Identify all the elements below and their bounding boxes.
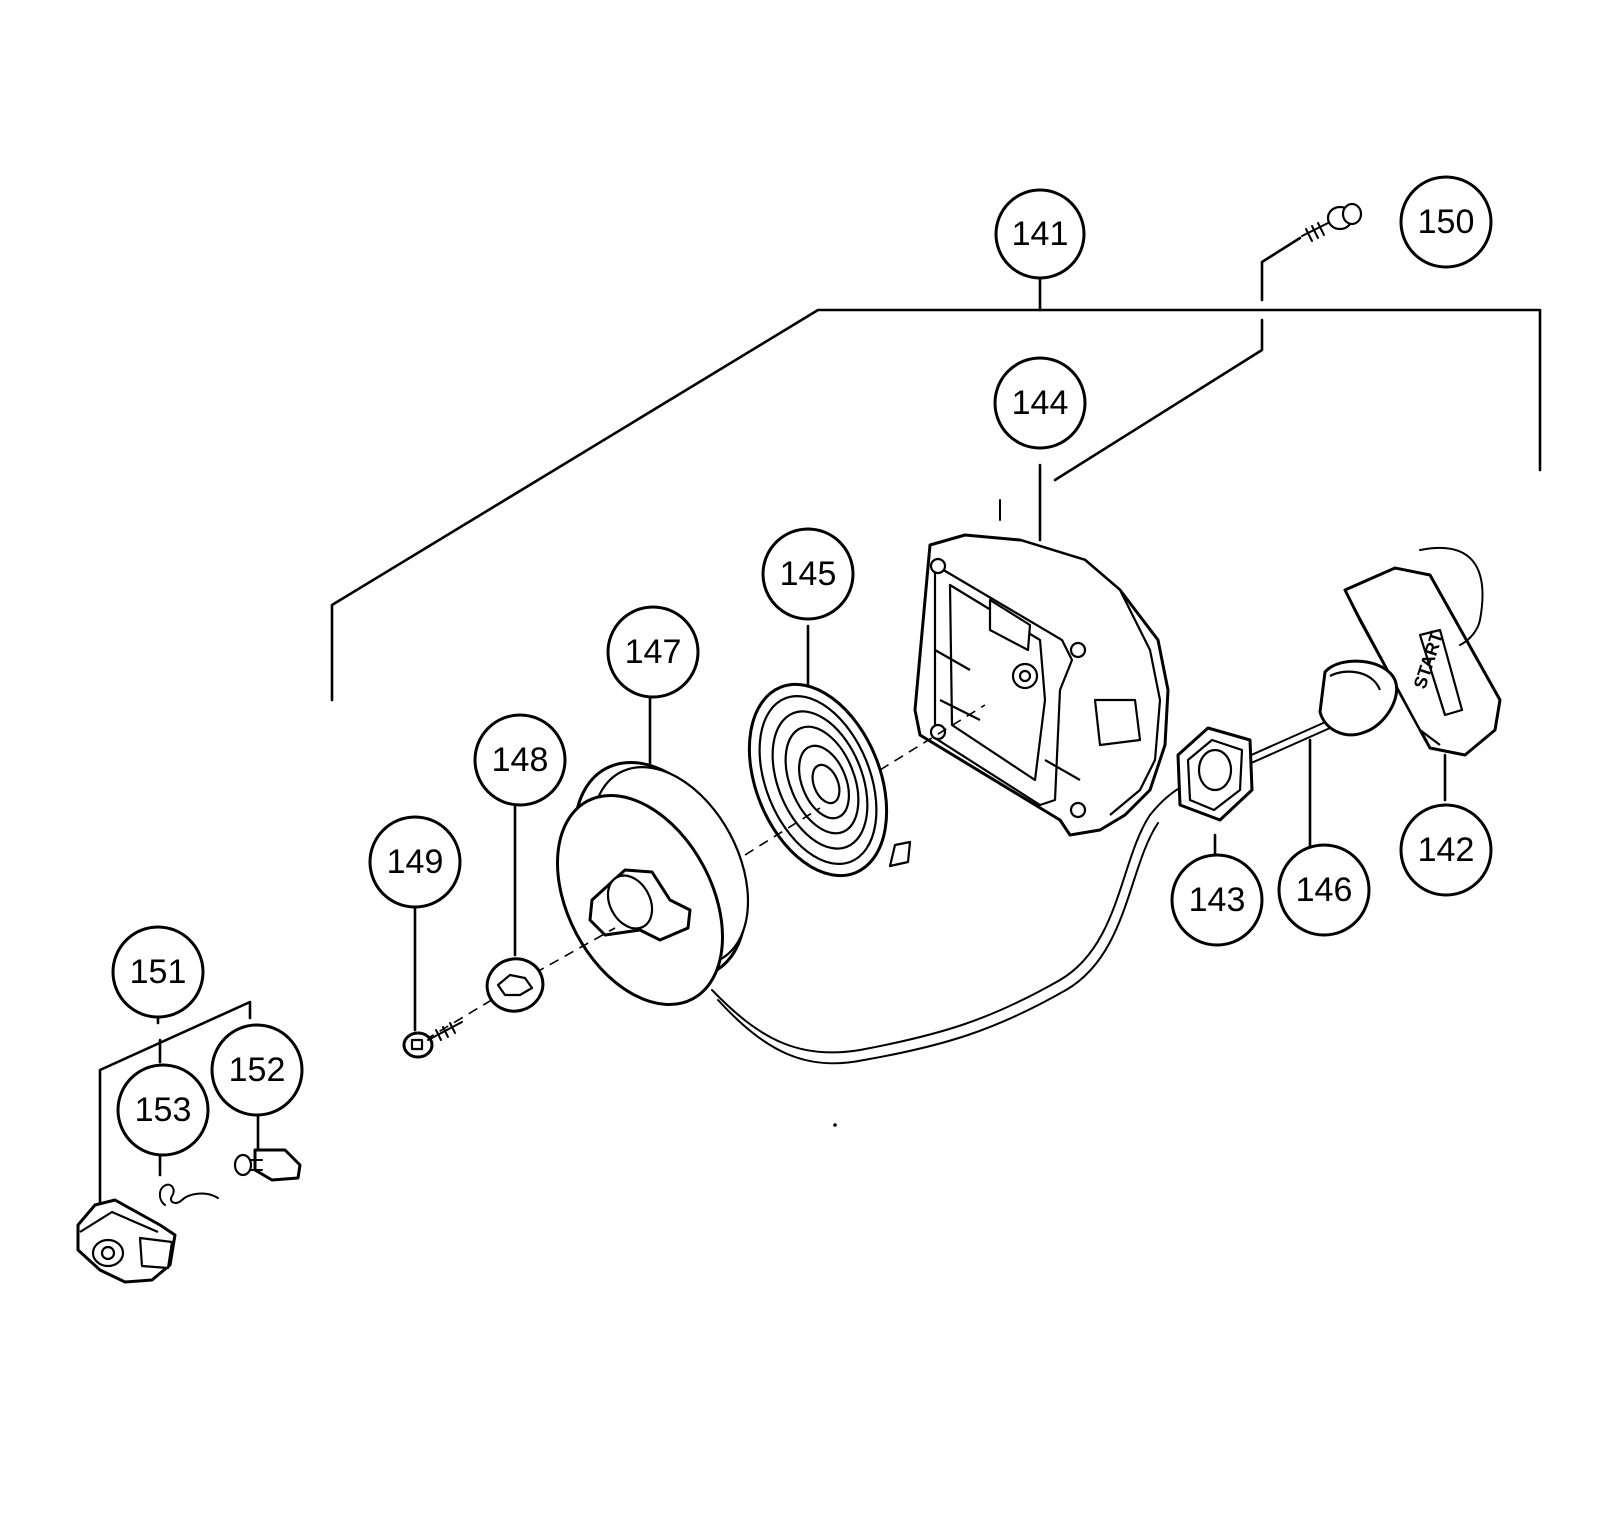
callout-142: 142 bbox=[1399, 803, 1493, 897]
callout-149: 149 bbox=[368, 815, 462, 909]
assembly-bracket-141 bbox=[330, 236, 1542, 702]
svg-text:143: 143 bbox=[1189, 881, 1246, 919]
callout-153: 153 bbox=[116, 1063, 210, 1157]
callout-146: 146 bbox=[1277, 843, 1371, 937]
svg-text:146: 146 bbox=[1296, 871, 1353, 909]
svg-text:150: 150 bbox=[1418, 203, 1475, 241]
callout-141: 141 bbox=[994, 188, 1086, 280]
washer-148 bbox=[485, 803, 545, 1013]
rope-guide-143 bbox=[1176, 726, 1254, 867]
starter-handle-142: START bbox=[1318, 546, 1502, 802]
starter-rope bbox=[711, 719, 1331, 1065]
callout-144: 144 bbox=[993, 356, 1087, 450]
svg-text:153: 153 bbox=[135, 1091, 192, 1129]
callout-150: 150 bbox=[1399, 175, 1493, 269]
assembly-axis bbox=[424, 704, 986, 1041]
callout-143: 143 bbox=[1170, 853, 1264, 947]
svg-text:147: 147 bbox=[625, 633, 682, 671]
callout-147: 147 bbox=[606, 605, 700, 699]
svg-text:142: 142 bbox=[1418, 831, 1475, 869]
ratchet-151 bbox=[76, 1198, 177, 1284]
screw-149 bbox=[402, 903, 463, 1059]
callout-152: 152 bbox=[210, 1023, 304, 1117]
callout-148: 148 bbox=[473, 713, 567, 807]
callout-145: 145 bbox=[761, 527, 855, 621]
svg-text:148: 148 bbox=[492, 741, 549, 779]
svg-text:141: 141 bbox=[1012, 215, 1069, 253]
pawl-152 bbox=[233, 1111, 302, 1182]
svg-text:145: 145 bbox=[780, 555, 837, 593]
spring-153 bbox=[158, 1183, 219, 1206]
svg-text:144: 144 bbox=[1012, 384, 1069, 422]
pulley-147 bbox=[556, 694, 750, 1007]
recoil-spring-145 bbox=[747, 624, 912, 878]
starter-housing-144 bbox=[913, 463, 1170, 837]
stray-mark bbox=[833, 1123, 837, 1127]
screw-150 bbox=[1301, 202, 1363, 242]
callout-151: 151 bbox=[111, 925, 205, 1019]
svg-text:151: 151 bbox=[130, 953, 187, 991]
svg-text:149: 149 bbox=[387, 843, 444, 881]
svg-text:152: 152 bbox=[229, 1051, 286, 1089]
